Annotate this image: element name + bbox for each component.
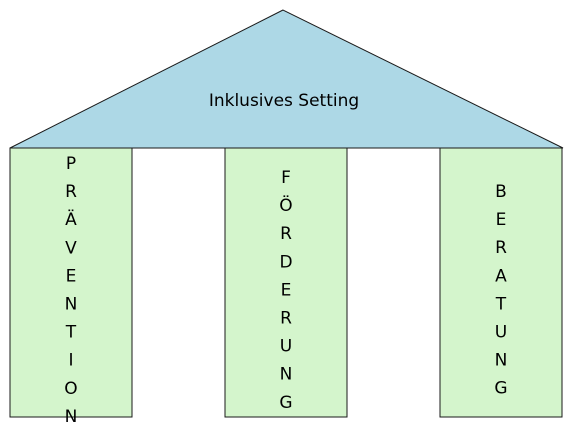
pillar-letter-glyph: R <box>65 182 77 202</box>
pillar-letter-glyph: O <box>64 379 77 399</box>
roof: Inklusives Setting <box>9 9 564 149</box>
pillar-letter-glyph: N <box>495 351 508 371</box>
roof-triangle <box>9 9 564 149</box>
pillar-praevention-rect <box>9 147 133 418</box>
pillar-letter-glyph: A <box>495 266 507 286</box>
pillar-letter-glyph: I <box>68 351 73 371</box>
pillar-letter-glyph: R <box>280 224 292 244</box>
pillar-letter-glyph: Ö <box>279 194 292 216</box>
pillar-letter-glyph: P <box>66 154 76 174</box>
pillar-letter-glyph: F <box>281 168 291 188</box>
pillar-letter-glyph: D <box>279 252 292 272</box>
pillar-letter-glyph: B <box>495 182 507 202</box>
pillar-letter-glyph: T <box>495 294 507 314</box>
pillar-letter-glyph: N <box>280 365 293 385</box>
pillar-letter-glyph: E <box>496 210 507 230</box>
pillar-letter-glyph: U <box>495 323 507 343</box>
pillar-letter-glyph: E <box>66 266 77 286</box>
pillar-letter-glyph: E <box>281 280 292 300</box>
pillar-letter-glyph: R <box>280 309 292 329</box>
pillar-letter-glyph: Ä <box>65 209 77 230</box>
pillar-letter-glyph: V <box>65 238 77 258</box>
pillar-foerderung-rect <box>224 147 348 418</box>
roof-label: Inklusives Setting <box>209 91 359 111</box>
pillar-letter-glyph: N <box>65 295 78 315</box>
pillar-letter-glyph: G <box>279 393 292 413</box>
pillar-letter-glyph: T <box>65 323 77 343</box>
pillar-letter-glyph: N <box>65 407 78 427</box>
pillar-letter-glyph: U <box>280 337 292 357</box>
pillar-letter-glyph: G <box>494 379 507 399</box>
pillar-letter-glyph: R <box>495 238 507 258</box>
pillar-beratung-rect <box>439 147 563 418</box>
